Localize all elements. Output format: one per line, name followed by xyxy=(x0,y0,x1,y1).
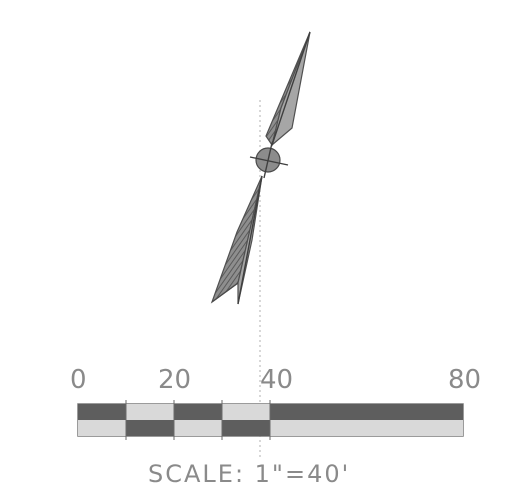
scale-tick-label-40: 40 xyxy=(260,365,293,395)
scale-caption: SCALE: 1"=40' xyxy=(148,460,350,488)
scale-segment-bottom-5 xyxy=(270,420,463,436)
scale-segment-top-1 xyxy=(78,404,126,420)
scale-segment-top-3 xyxy=(174,404,222,420)
north-arrow-lower-tail xyxy=(210,175,263,305)
scale-tick-label-80: 80 xyxy=(448,365,481,395)
scale-segment-top-4 xyxy=(222,404,270,420)
scale-segment-top-5 xyxy=(270,404,463,420)
north-arrow-icon xyxy=(210,31,311,460)
scale-segment-bottom-2 xyxy=(126,420,174,436)
scale-segment-top-2 xyxy=(126,404,174,420)
scale-segment-bottom-1 xyxy=(78,420,126,436)
scale-segment-bottom-3 xyxy=(174,420,222,436)
scale-segment-bottom-4 xyxy=(222,420,270,436)
scale-tick-label-0: 0 xyxy=(70,365,87,395)
scale-tick-labels: 0 20 40 80 xyxy=(70,365,481,395)
scale-tick-label-20: 20 xyxy=(158,365,191,395)
north-arrow-upper-head xyxy=(265,31,311,147)
scale-bar xyxy=(77,400,464,440)
north-arrow-center xyxy=(249,142,289,179)
